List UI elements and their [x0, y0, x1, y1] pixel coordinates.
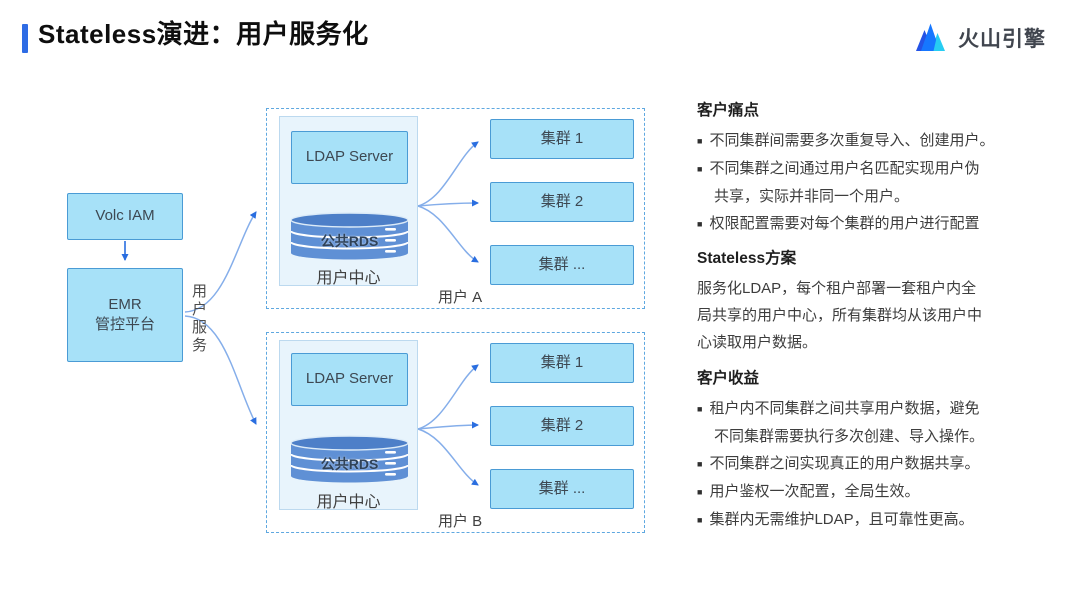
user-service-label: 用户服务	[190, 283, 207, 355]
volc-iam-node: Volc IAM	[67, 193, 183, 240]
cluster-node: 集群 1	[490, 119, 634, 159]
bullet-square-icon: ■	[697, 136, 703, 146]
user-center-label-a: 用户中心	[316, 270, 381, 287]
section-heading: 客户痛点	[697, 102, 760, 119]
user-center-label-b: 用户中心	[316, 494, 381, 511]
cluster-node: 集群 2	[490, 406, 634, 446]
emr-node: EMR 管控平台	[67, 268, 183, 362]
cluster-node: 集群 ...	[490, 469, 634, 509]
section-customer-gain: 客户收益 ■ 租户内不同集群之间共享用户数据，避免 不同集群需要执行多次创建、导入…	[697, 368, 1049, 534]
rds-label-a: 公共RDS	[320, 233, 379, 249]
paragraph-line: 局共享的用户中心，所有集群均从该用户中	[697, 307, 983, 324]
bullet-text: 集群内无需维护LDAP，且可靠性更高。	[709, 511, 974, 528]
bullet-item: ■ 不同集群之间通过用户名匹配实现用户伪	[697, 155, 1049, 183]
section-customer-pain: 客户痛点 ■ 不同集群间需要多次重复导入、创建用户。 ■ 不同集群之间通过用户名匹配…	[697, 100, 1049, 238]
brand-name: 火山引擎	[958, 28, 1046, 51]
bullet-text: 不同集群之间通过用户名匹配实现用户伪	[709, 160, 980, 177]
tenant-a-label: 用户 A	[438, 289, 483, 306]
tenant-container-a: LDAP Server 公共RDS 用户中心 集群 1 集群 2 集群 ... …	[266, 108, 645, 309]
section-heading: Stateless方案	[697, 250, 797, 267]
cluster-node: 集群 2	[490, 182, 634, 222]
ldap-server-node-a: LDAP Server	[291, 131, 408, 184]
emr-label-line1: EMR	[108, 295, 142, 313]
paragraph-line: 心读取用户数据。	[697, 334, 818, 351]
bullet-square-icon: ■	[697, 515, 703, 525]
bullet-square-icon: ■	[697, 459, 703, 469]
ldap-server-node-b: LDAP Server	[291, 353, 408, 406]
bullet-item: ■ 不同集群间需要多次重复导入、创建用户。	[697, 127, 1049, 155]
bullet-square-icon: ■	[697, 164, 703, 174]
bullet-text: 用户鉴权一次配置，全局生效。	[709, 483, 920, 500]
bullet-item-continuation: 不同集群需要执行多次创建、导入操作。	[714, 428, 985, 445]
title-accent-bar	[22, 24, 28, 53]
bullet-item: ■ 租户内不同集群之间共享用户数据，避免	[697, 395, 1049, 423]
bullet-text: 不同集群之间实现真正的用户数据共享。	[709, 455, 980, 472]
rds-label-b: 公共RDS	[320, 456, 379, 472]
bullet-item: ■ 集群内无需维护LDAP，且可靠性更高。	[697, 506, 1049, 534]
tenant-container-b: LDAP Server 公共RDS 用户中心 集群 1 集群 2 集群 ... …	[266, 332, 645, 533]
rds-database-b: 公共RDS	[290, 435, 409, 483]
bullet-item-continuation: 共享，实际并非同一个用户。	[714, 188, 910, 205]
bullet-square-icon: ■	[697, 404, 703, 414]
section-heading: 客户收益	[697, 370, 760, 387]
bullet-text: 不同集群间需要多次重复导入、创建用户。	[709, 132, 995, 149]
bullet-item: ■ 权限配置需要对每个集群的用户进行配置	[697, 210, 1049, 238]
emr-label-line2: 管控平台	[94, 316, 155, 333]
brand-logo: 火山引擎	[914, 22, 1046, 54]
cluster-node: 集群 ...	[490, 245, 634, 285]
bullet-text: 租户内不同集群之间共享用户数据，避免	[709, 400, 980, 417]
bullet-square-icon: ■	[697, 219, 703, 229]
page-title: Stateless演进：用户服务化	[38, 19, 369, 49]
bullet-text: 权限配置需要对每个集群的用户进行配置	[709, 215, 980, 232]
rds-database-a: 公共RDS	[290, 212, 409, 260]
database-cylinder-icon	[290, 212, 409, 260]
bullet-square-icon: ■	[697, 487, 703, 497]
cluster-node: 集群 1	[490, 343, 634, 383]
section-stateless-plan: Stateless方案 服务化LDAP，每个租户部署一套租户内全 局共享的用户中…	[697, 248, 1049, 356]
volcengine-mountain-icon	[916, 23, 945, 51]
database-cylinder-icon	[290, 435, 409, 483]
bullet-item: ■ 用户鉴权一次配置，全局生效。	[697, 478, 1049, 506]
paragraph-line: 服务化LDAP，每个租户部署一套租户内全	[697, 280, 977, 297]
tenant-b-label: 用户 B	[438, 513, 483, 530]
bullet-item: ■ 不同集群之间实现真正的用户数据共享。	[697, 450, 1049, 478]
